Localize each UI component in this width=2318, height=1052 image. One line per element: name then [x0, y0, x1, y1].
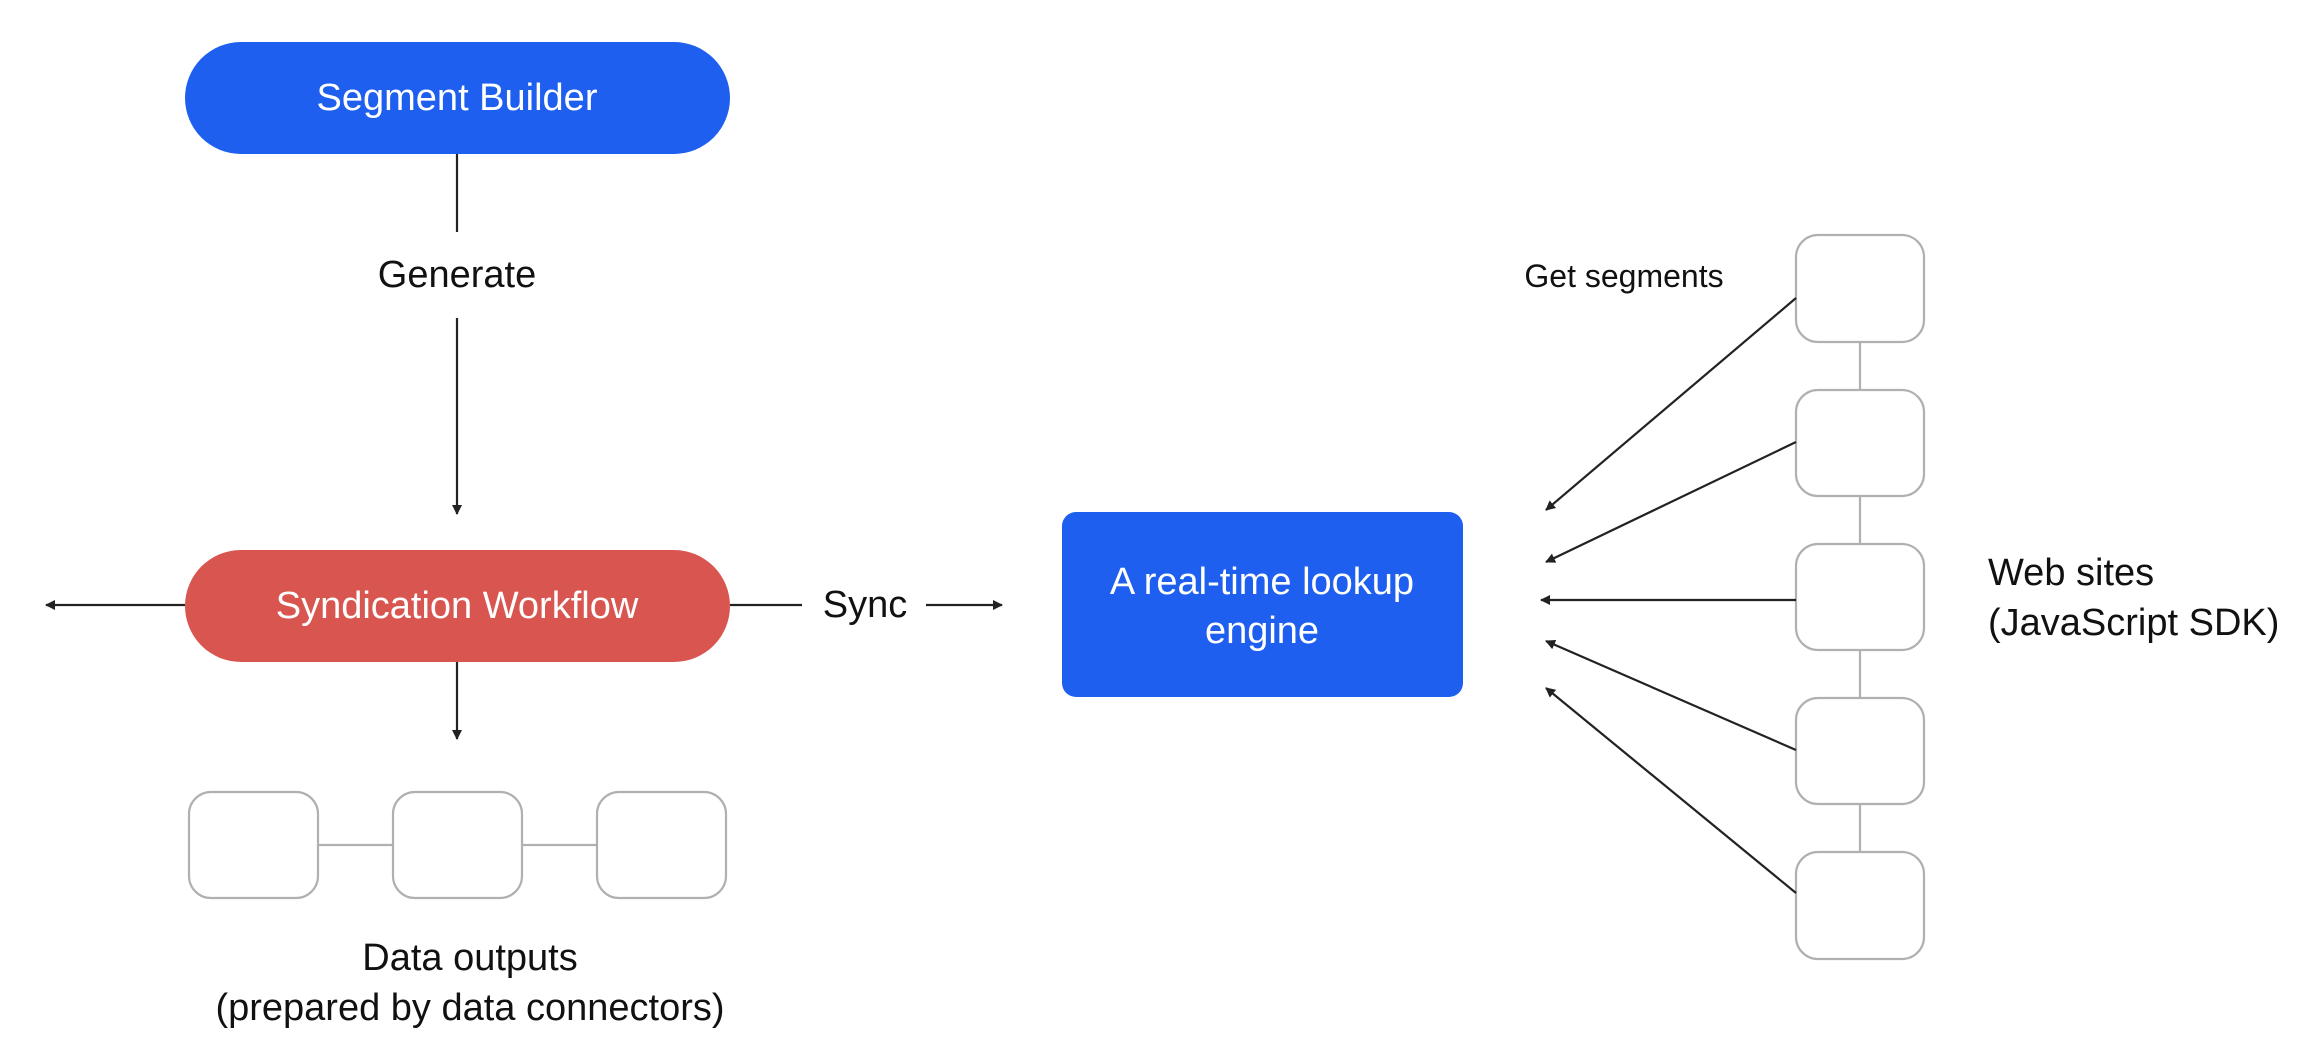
lookup-engine-label-line-1: A real-time lookup: [1110, 561, 1414, 603]
lookup-engine-label-line-2: engine: [1205, 610, 1319, 652]
get-segments-arrow: [1545, 687, 1797, 894]
web-site-box: [1794, 388, 1926, 498]
sync-label: Sync: [823, 584, 907, 626]
web-site-box: [1794, 696, 1926, 806]
web-sites-subtitle: (JavaScript SDK): [1988, 602, 2279, 644]
generate-label: Generate: [378, 254, 536, 296]
web-sites-title: Web sites: [1988, 552, 2154, 594]
get-segments-arrow: [1545, 297, 1797, 511]
lookup-engine-node: [1062, 512, 1463, 697]
get-segments-label: Get segments: [1524, 258, 1723, 294]
segment-builder-label: Segment Builder: [317, 77, 598, 119]
data-output-box: [187, 790, 320, 900]
data-output-box: [391, 790, 524, 900]
web-site-box: [1794, 542, 1926, 652]
data-output-box: [595, 790, 728, 900]
data-outputs-title: Data outputs: [362, 937, 577, 979]
get-segments-arrow: [1545, 639, 1797, 752]
syndication-workflow-label: Syndication Workflow: [276, 585, 639, 627]
segment-builder-node: [185, 42, 730, 154]
web-site-box: [1794, 233, 1926, 344]
web-site-box: [1794, 850, 1926, 961]
syndication-workflow-node: [185, 550, 730, 662]
data-outputs-subtitle: (prepared by data connectors): [215, 987, 724, 1029]
get-segments-arrow: [1545, 441, 1797, 563]
